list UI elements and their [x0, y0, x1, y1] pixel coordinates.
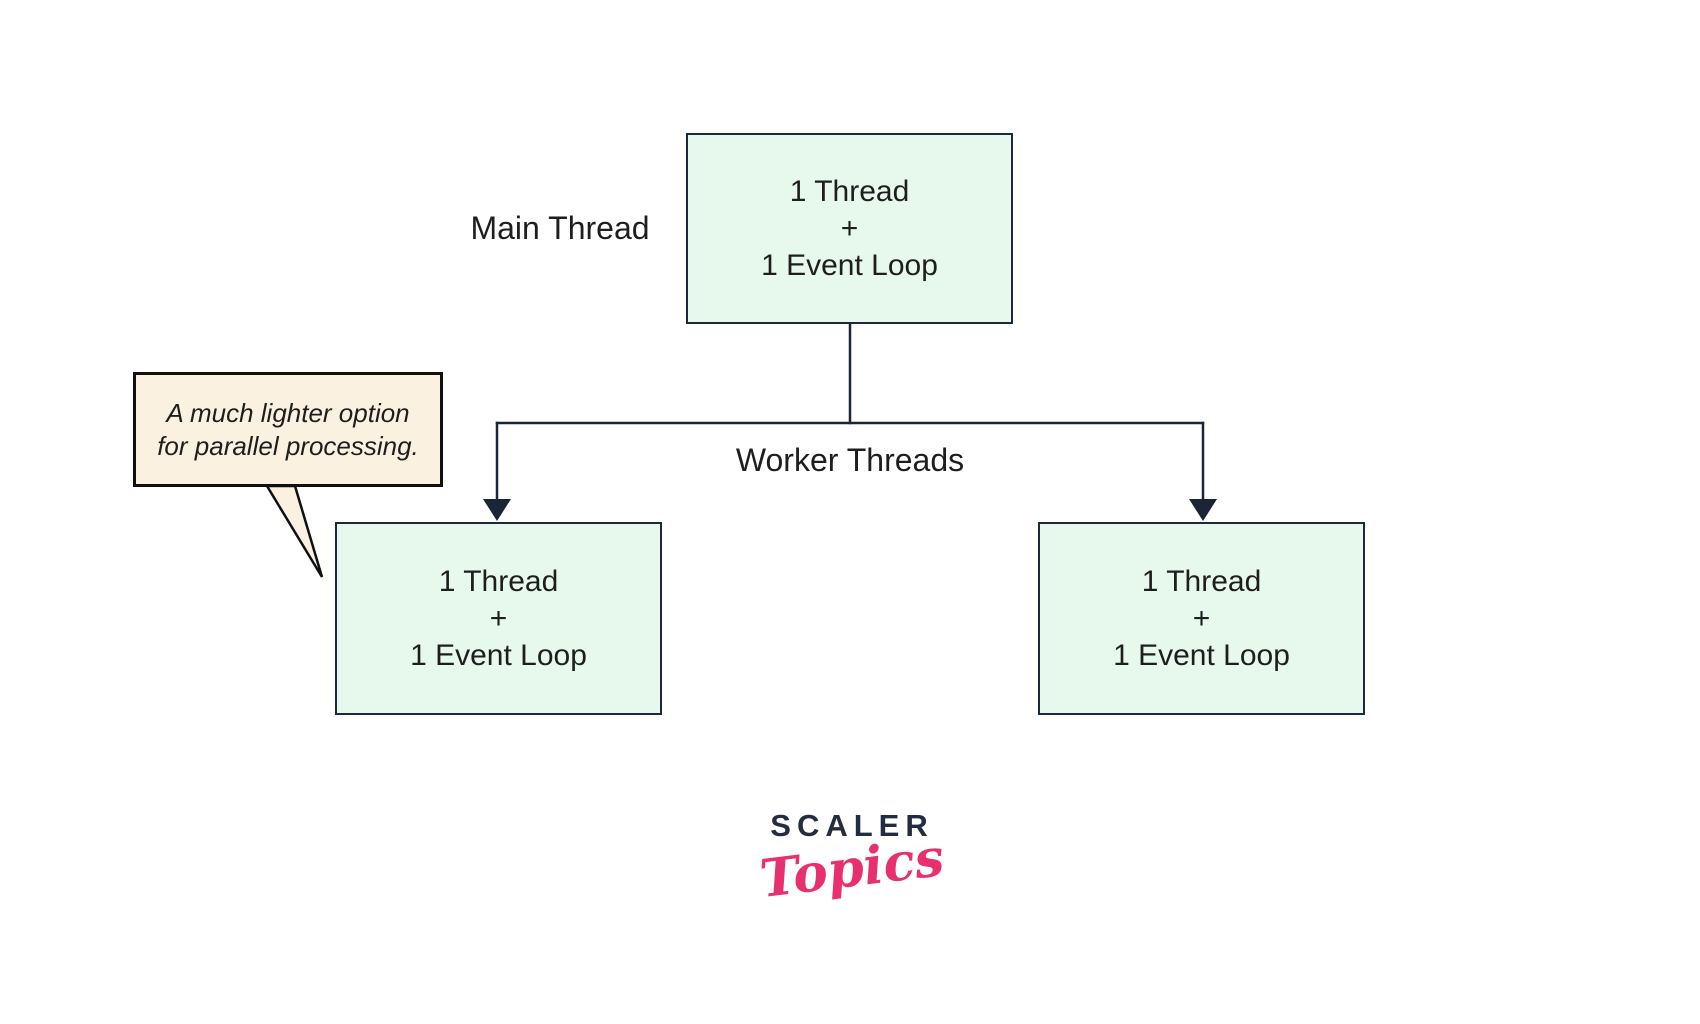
right-worker-box: 1 Thread + 1 Event Loop — [1038, 522, 1365, 715]
right-worker-line2: + — [1192, 602, 1211, 635]
left-worker-line2: + — [489, 602, 508, 635]
callout-text: A much lighter option for parallel proce… — [157, 397, 419, 461]
main-box-line2: + — [840, 212, 859, 245]
right-worker-line3: 1 Event Loop — [1113, 639, 1290, 672]
left-arrowhead-icon — [483, 499, 511, 521]
worker-threads-label: Worker Threads — [735, 442, 965, 478]
right-arrowhead-icon — [1189, 499, 1217, 521]
left-worker-line1: 1 Thread — [438, 565, 559, 598]
main-thread-label: Main Thread — [470, 210, 650, 246]
left-worker-line3: 1 Event Loop — [410, 639, 587, 672]
logo-brand-text: SCALER — [770, 808, 934, 843]
right-worker-line1: 1 Thread — [1141, 565, 1262, 598]
callout-tail — [264, 484, 324, 578]
left-worker-box: 1 Thread + 1 Event Loop — [335, 522, 662, 715]
main-box-line3: 1 Event Loop — [761, 249, 938, 282]
main-box-line1: 1 Thread — [789, 175, 910, 208]
scaler-topics-logo: SCALER Topics — [742, 808, 962, 910]
main-thread-box: 1 Thread + 1 Event Loop — [686, 133, 1013, 324]
callout-bubble: A much lighter option for parallel proce… — [133, 372, 443, 487]
